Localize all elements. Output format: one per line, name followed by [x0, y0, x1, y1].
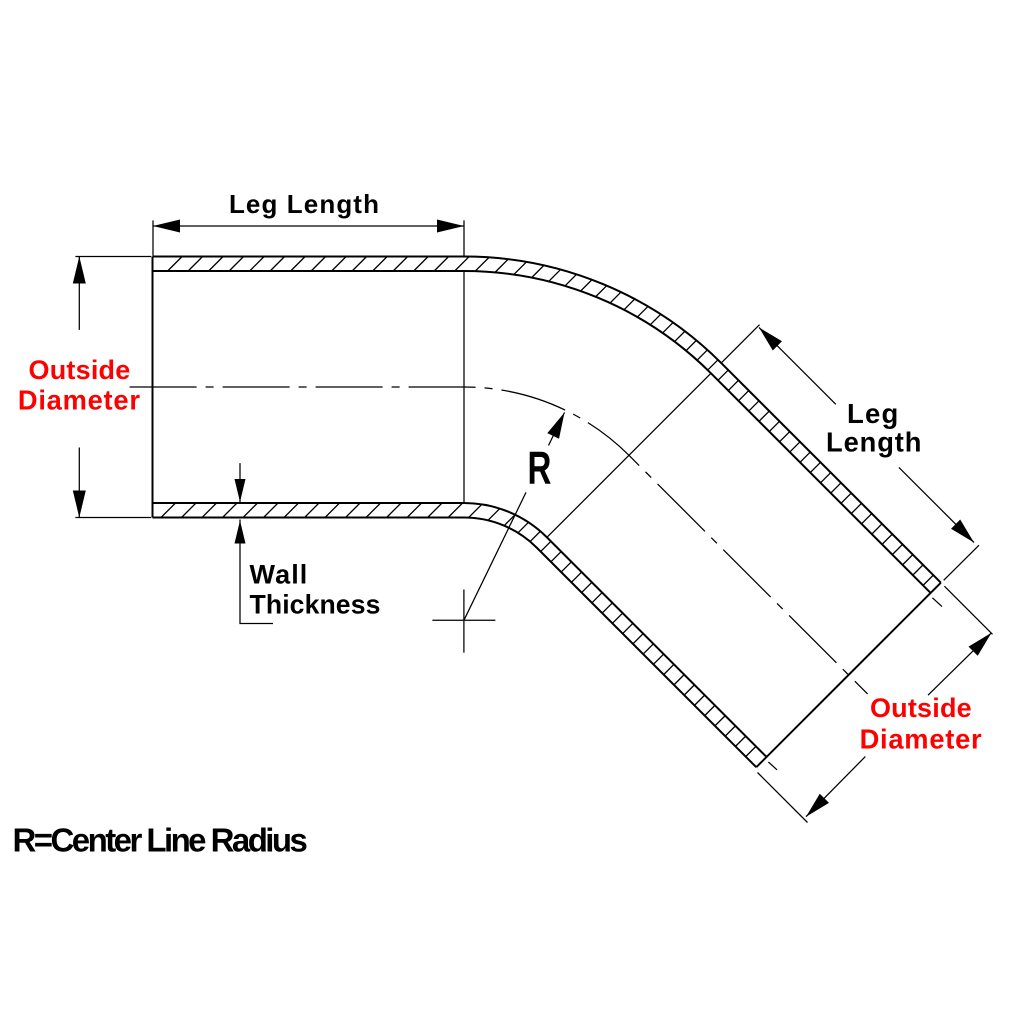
svg-text:R=Center Line Radius: R=Center Line Radius: [13, 822, 307, 859]
svg-text:Leg: Leg: [847, 398, 900, 429]
svg-text:Outside: Outside: [870, 693, 972, 723]
svg-text:Diameter: Diameter: [18, 385, 141, 416]
svg-text:Outside: Outside: [29, 355, 131, 385]
svg-text:Thickness: Thickness: [250, 589, 381, 619]
svg-text:R: R: [528, 443, 552, 493]
svg-text:Length: Length: [826, 427, 922, 458]
svg-text:Diameter: Diameter: [860, 723, 983, 754]
svg-text:Wall: Wall: [250, 559, 309, 589]
svg-text:Leg Length: Leg Length: [229, 189, 380, 219]
